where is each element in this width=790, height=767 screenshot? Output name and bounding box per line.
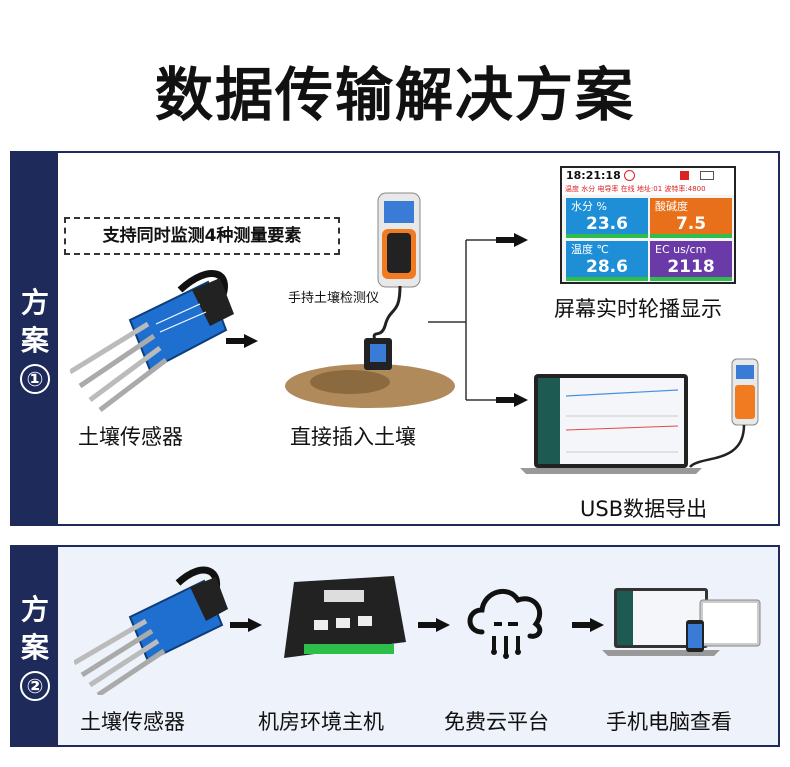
side-char: 案	[20, 631, 49, 664]
arrow-icon	[496, 393, 528, 407]
side-char: 方	[20, 593, 49, 626]
scheme-1-side-label: 方 案 ①	[12, 153, 58, 524]
arrow-icon	[418, 618, 450, 632]
handheld-label: 手持土壤检测仪	[288, 291, 380, 306]
ph-tile: 酸碱度 7.5	[650, 198, 732, 238]
side-char: 案	[20, 323, 49, 357]
time-text: 18:21:18	[566, 169, 621, 182]
tile-value: 7.5	[675, 214, 707, 234]
arrow-icon	[496, 233, 528, 247]
page-title: 数据传输解决方案	[154, 61, 635, 129]
moisture-tile: 水分 % 23.6	[566, 198, 648, 238]
battery-icon	[700, 171, 714, 180]
temperature-tile: 温度 ℃ 28.6	[566, 241, 648, 281]
screen-status-line: 温度 水分 电导率 在线 地址:01 波特率:4800	[562, 184, 734, 195]
step-2-label: 机房环境主机	[258, 710, 384, 734]
host-device-image	[284, 576, 406, 658]
handheld-device-image	[377, 192, 421, 288]
stop-icon	[680, 171, 689, 180]
step-1-label: 土壤传感器	[80, 710, 185, 734]
tile-value: 2118	[667, 257, 715, 277]
branch-connector	[428, 239, 498, 401]
cloud-icon	[467, 588, 543, 659]
feature-note: 支持同时监测4种测量要素	[64, 217, 340, 255]
tile-bar	[566, 277, 648, 281]
soil-sensor-image	[74, 566, 228, 695]
arrow-icon	[230, 618, 262, 632]
handheld-device-cable-image	[689, 358, 759, 468]
step-3-label: 免费云平台	[444, 710, 549, 734]
soil-probe-image	[285, 286, 455, 408]
tile-value: 23.6	[586, 214, 628, 234]
soil-sensor-image	[70, 270, 234, 412]
sensor-label: 土壤传感器	[78, 425, 183, 449]
arrow-icon	[226, 334, 258, 348]
tile-label: EC us/cm	[655, 243, 707, 256]
screen-label: 屏幕实时轮播显示	[554, 297, 722, 321]
tile-label: 酸碱度	[655, 200, 688, 213]
scheme-number: ②	[20, 671, 50, 701]
status-icon	[624, 170, 635, 181]
tile-bar	[566, 234, 648, 238]
tile-bar	[650, 234, 732, 238]
arrow-icon	[572, 618, 604, 632]
side-char: 方	[20, 285, 49, 319]
laptop-image	[520, 374, 702, 474]
insert-label: 直接插入土壤	[290, 425, 416, 449]
tile-value: 28.6	[586, 257, 628, 277]
screen-time: 18:21:18	[562, 168, 734, 184]
devices-image	[602, 588, 761, 656]
scheme-number: ①	[20, 363, 50, 394]
usb-label: USB数据导出	[580, 497, 708, 521]
display-screen: 18:21:18 温度 水分 电导率 在线 地址:01 波特率:4800 水分 …	[560, 166, 736, 284]
step-4-label: 手机电脑查看	[606, 710, 732, 734]
scheme-2-side-label: 方 案 ②	[12, 547, 58, 745]
tile-bar	[650, 277, 732, 281]
ec-tile: EC us/cm 2118	[650, 241, 732, 281]
tile-label: 水分 %	[571, 200, 607, 213]
tile-label: 温度 ℃	[571, 243, 609, 256]
